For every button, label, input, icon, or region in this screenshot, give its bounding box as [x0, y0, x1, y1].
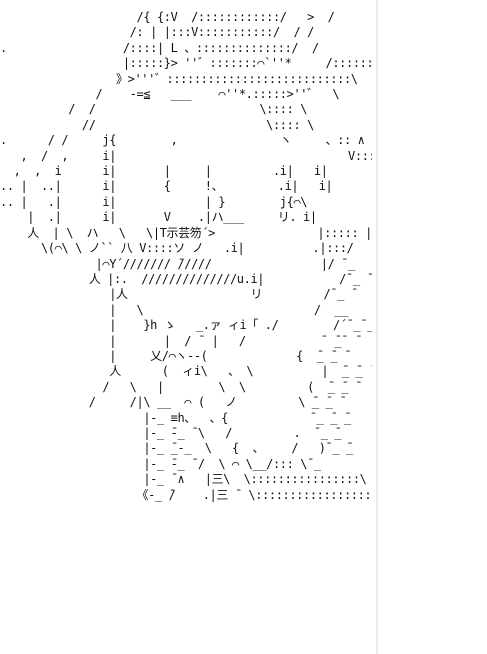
ascii-art-line: |-_ ̄-_ ̄ / \ ⌒ \__/::: \¯_	[0, 456, 321, 471]
ascii-art-line: // \:::: \	[0, 117, 314, 132]
ascii-art-line: |-_ ̄-_ ̄ \ / . ¯_ ̄_	[0, 425, 342, 440]
ascii-art-line: / /|\ __ ⌒ ( ノ \ ̄_ ̄_ ̄	[0, 395, 340, 410]
ascii-art-line: 人 |:. //////////////u.i| /¯_ ̄	[0, 271, 367, 286]
ascii-art-line: . /::::| L 、::::::::::::::/ / /::: /	[0, 40, 319, 55]
ascii-art-line: | 乂/⌒ヽ--( { ̄_ ̄_ ̄	[0, 348, 344, 363]
ascii-art-line: , / , i| V:::	[0, 148, 372, 163]
ascii-art-line: , , i i| | | .i| i| ::::::}	[13, 164, 328, 179]
ascii-art-line: |-_ ̄_-_ \ { 、 / )¯_ ̄_	[0, 441, 353, 456]
ascii-art-line: / -=≦ ___ ⌒''*.:::::>''゛ \	[0, 87, 340, 102]
ascii-art-line: .. | ..| i| { !、 .i| i| |::::: |	[0, 179, 333, 194]
ascii-art-line: /{ {:V /::::::::::::/ > / /	[0, 10, 372, 24]
ascii-art-line: / \ | \ \ ( ̄_ ̄_ ̄	[0, 379, 355, 394]
page-edge-divider	[376, 0, 378, 654]
ascii-art-line: / / \:::: \	[0, 102, 308, 117]
ascii-art-line: /: | |:::V:::::::::::/ / / / :: /	[129, 25, 315, 40]
ascii-art-line: | | / ̄ | / ¯ ̄_¯ ̄	[0, 333, 355, 348]
ascii-art-line: |-_ ̄ ∧ |三\ \::::::::::::::::\	[0, 472, 367, 487]
ascii-art-line: .. | .| i| | } j{⌒\ |:::: |	[0, 194, 308, 209]
ascii-art-line: \(⌒\ \ ノ`` 八 V::::ソ ノ .i| .|:::/	[0, 241, 354, 256]
ascii-art-line: 人 | \ ハ \ \|T示芸笏´> |::::: |	[0, 225, 372, 240]
ascii-art-line: |人 リ /¯_ ̄	[0, 287, 351, 302]
ascii-art-line: |⌒Y´/////// ̄///// |/ ¯_	[0, 256, 356, 271]
ascii-art-line: 人 ( ィi\ 、 \ | ̄_ ̄_ ̄	[0, 364, 370, 379]
ascii-art-line: | \ / __	[0, 302, 349, 317]
ascii-art-line: |:::::}> ''゛:::::::⌒`''* /::::::::/	[0, 56, 372, 71]
ascii-art-line: |-_ ≡h、 、{ ¯_ ̄_ ̄_	[0, 410, 351, 425]
ascii-art-line: . / / j{ , ヽ 、:: ∧	[0, 133, 365, 148]
ascii-art-line: | }h ゝ _.ァ ィi「 ./ /´¯_¯_¯ヽ	[0, 318, 372, 333]
ascii-art-line: | .| i| V .|ハ___ リ. i| .|:::: |	[27, 210, 317, 225]
ascii-art-line: 》>'''゛:::::::::::::::::::::::::::\ {::::…	[116, 71, 372, 86]
ascii-art-line: 《-_ ̄/ .|三 ̄ \:::::::::::::::::	[0, 487, 372, 502]
ascii-art-canvas: /{ {:V /::::::::::::/ > / / /: | |:::V::…	[0, 10, 372, 650]
